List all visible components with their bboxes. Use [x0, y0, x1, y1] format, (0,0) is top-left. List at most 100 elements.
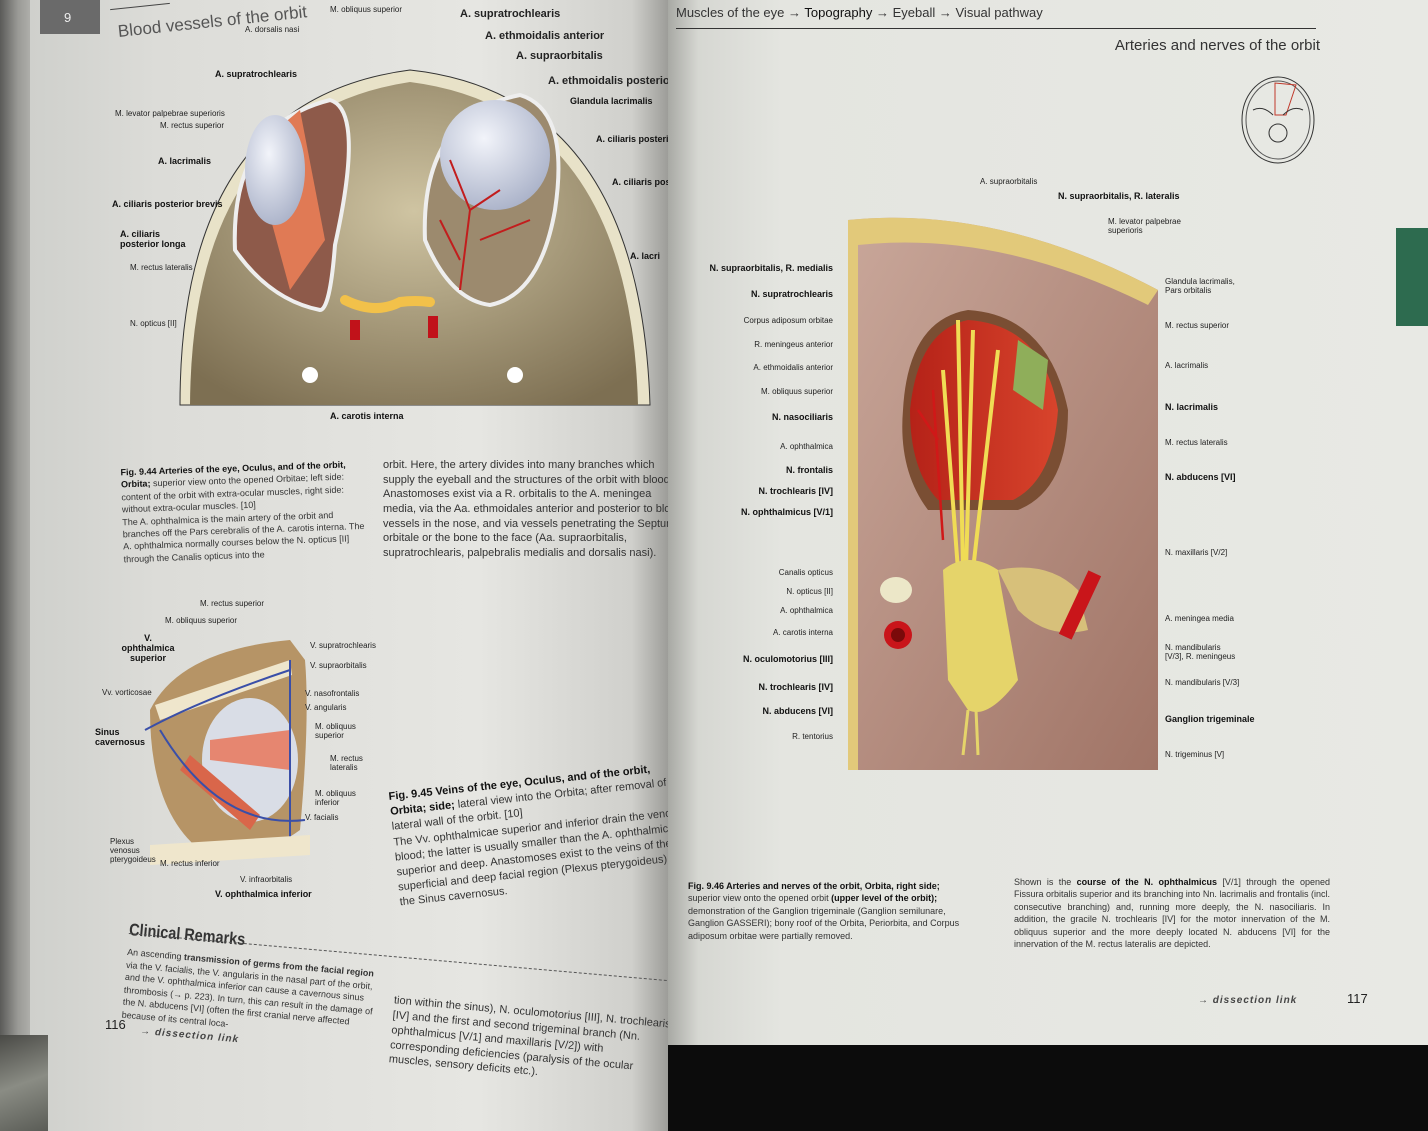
figure-label: A. lacrimalis — [1165, 361, 1209, 370]
right-page: Muscles of the eye → Topography → Eyebal… — [668, 0, 1428, 1045]
breadcrumb-item[interactable]: Visual pathway — [955, 5, 1043, 20]
figure-label: V. supratrochlearis — [310, 641, 376, 650]
body-bold: course of the N. ophthalmicus — [1076, 877, 1218, 887]
fig45-caption-side: side; — [428, 799, 456, 814]
figure-label: A. ciliaris pos — [612, 177, 670, 187]
figure-label: M. rectus lateralis — [1165, 438, 1228, 447]
fig46-caption-text: demonstration of the Ganglion trigeminal… — [688, 905, 960, 941]
fig46-body-text: Shown is the course of the N. ophthalmic… — [1014, 876, 1330, 950]
figure-label: R. meningeus anterior — [754, 340, 833, 349]
body-text: Shown is the — [1014, 877, 1077, 887]
fig46-illustration — [848, 217, 1158, 770]
figure-label: N. frontalis — [785, 465, 833, 475]
breadcrumb-item[interactable]: Eyeball — [892, 5, 936, 20]
breadcrumb-item[interactable]: Muscles of the eye — [676, 5, 785, 20]
figure-label: M. rectus superior — [200, 599, 265, 608]
figure-label: N. nasociliaris — [771, 412, 833, 422]
figure-label: Vv. vorticosae — [102, 688, 152, 697]
figure-label: M. levator palpebrae superioris — [115, 109, 225, 118]
fig44-body-text: orbit. Here, the artery divides into man… — [383, 459, 670, 559]
body-text: [V/1] through the opened Fissura orbital… — [1014, 877, 1330, 950]
dissection-link-right[interactable]: → dissection link — [1198, 995, 1298, 1006]
figure-label: N. abducens [VI] — [1165, 472, 1236, 482]
figure-label: M. obliquus superior — [760, 387, 833, 396]
figure-label: A. ethmoidalis posterior — [548, 75, 670, 87]
figure-label: Ganglion trigeminale — [1165, 714, 1255, 724]
figure-label: N. opticus [II] — [786, 587, 833, 596]
page-title: Arteries and nerves of the orbit — [1114, 37, 1320, 54]
title-rule — [110, 2, 170, 11]
breadcrumb-item-current[interactable]: Topography — [804, 5, 873, 20]
breadcrumb-separator: → — [788, 5, 802, 20]
fig44-caption-text: superior view onto the opened Orbitae; l… — [121, 472, 345, 515]
page-number-right: 117 — [1347, 991, 1368, 1006]
figure-label: A. ophthalmica — [780, 606, 833, 615]
figure-label: N. lacrimalis — [1165, 402, 1219, 412]
figure-label: A. ciliaris posterior brevis — [112, 199, 223, 209]
figure-label: A. dorsalis nasi — [245, 25, 300, 34]
figure-label: Corpus adiposum orbitae — [743, 316, 833, 325]
figure-label: V. ophthalmica inferior — [215, 889, 312, 899]
figure-label: A. ciliaris posterior — [596, 134, 670, 144]
figure-label: M. rectus lateralis — [330, 754, 363, 772]
figure-label: V. facialis — [305, 813, 339, 822]
figure-label: A. supraorbitalis — [980, 177, 1038, 186]
figure-label: N. mandibularis [V/3], R. meningeus — [1165, 643, 1236, 661]
breadcrumb: Muscles of the eye → Topography → Eyebal… — [676, 5, 1043, 20]
table-surface — [668, 1045, 1428, 1131]
fig46-caption-title: Fig. 9.46 Arteries and nerves of the orb… — [688, 881, 940, 891]
figure-label: N. trigeminus [V] — [1165, 750, 1225, 759]
fig46-caption: Fig. 9.46 Arteries and nerves of the orb… — [688, 880, 978, 942]
figure-label: N. ophthalmicus [V/1] — [740, 507, 833, 517]
fig46-caption-text: superior view onto the opened orbit — [688, 893, 832, 904]
figure-label: M. obliquus superior — [315, 722, 356, 740]
breadcrumb-separator: → — [938, 5, 952, 20]
figure-label: N. mandibularis [V/3] — [1165, 678, 1240, 687]
figure-label: Sinus cavernosus — [95, 727, 146, 747]
figure-label: N. supraorbitalis, R. lateralis — [1058, 191, 1180, 201]
figure-label: M. levator palpebrae superioris — [1108, 217, 1181, 235]
figure-label: A. supratrochlearis — [215, 69, 298, 79]
figure-label: N. trochlearis [IV] — [758, 486, 833, 496]
fig45-illustration — [144, 640, 310, 865]
figure-label: N. trochlearis [IV] — [758, 682, 833, 692]
skull-orientation-icon — [1241, 76, 1315, 164]
figure-label: A. carotis interna — [330, 411, 404, 421]
figure-label: A. lacrimalis — [158, 156, 212, 166]
clinical-remarks-col2: tion within the sinus), N. oculomotorius… — [388, 994, 670, 1079]
chapter-color-tab — [1396, 228, 1428, 326]
figure-label: N. supraorbitalis, R. medialis — [709, 263, 833, 273]
figure-label: M. rectus lateralis — [130, 263, 193, 272]
figure-label: M. obliquus inferior — [315, 789, 356, 807]
figure-label: A. meningea media — [1165, 614, 1234, 623]
breadcrumb-separator: → — [875, 5, 889, 20]
figure-label: V. infraorbitalis — [240, 875, 293, 884]
figure-label: A. carotis interna — [772, 628, 833, 637]
figure-label: N. opticus [II] — [130, 319, 177, 328]
fig44-caption: Fig. 9.44 Arteries of the eye, Oculus, a… — [120, 458, 373, 566]
fig46-caption-bold: (upper level of the orbit); — [831, 893, 938, 904]
figure-label: Canalis opticus — [778, 568, 833, 577]
figure-label: M. rectus inferior — [160, 859, 220, 868]
figure-label: V. angularis — [305, 703, 347, 712]
figure-label: N. abducens [VI] — [762, 706, 833, 716]
left-page: 9 Blood vessels of the orbit M. obliquus… — [30, 0, 670, 1131]
figure-label: A. supraorbitalis — [516, 50, 603, 62]
figure-label: A. supratrochlearis — [460, 8, 561, 20]
figure-label: R. tentorius — [792, 732, 833, 741]
figure-label: A. ethmoidalis anterior — [753, 363, 833, 372]
figure-label: N. maxillaris [V/2] — [1165, 548, 1228, 557]
section-title: Blood vessels of the orbit — [116, 2, 308, 41]
fig44-caption-body: The A. ophthalmica is the main artery of… — [122, 509, 365, 565]
figure-label: V. supraorbitalis — [310, 661, 367, 670]
book-corner — [0, 1035, 48, 1131]
figure-label: Glandula lacrimalis, Pars orbitalis — [1165, 277, 1235, 295]
clinical-remarks-box: Clinical Remarks An ascending transmissi… — [119, 920, 670, 1098]
figure-label: M. obliquus superior — [330, 5, 403, 14]
figure-label: V. nasofrontalis — [305, 689, 360, 698]
figure-label: N. oculomotorius [III] — [743, 654, 833, 664]
figure-label: V. ophthalmica superior — [121, 633, 175, 663]
page-number-left: 116 — [105, 1017, 126, 1032]
chapter-tab: 9 — [40, 0, 100, 34]
figure-label: M. obliquus superior — [165, 616, 238, 625]
